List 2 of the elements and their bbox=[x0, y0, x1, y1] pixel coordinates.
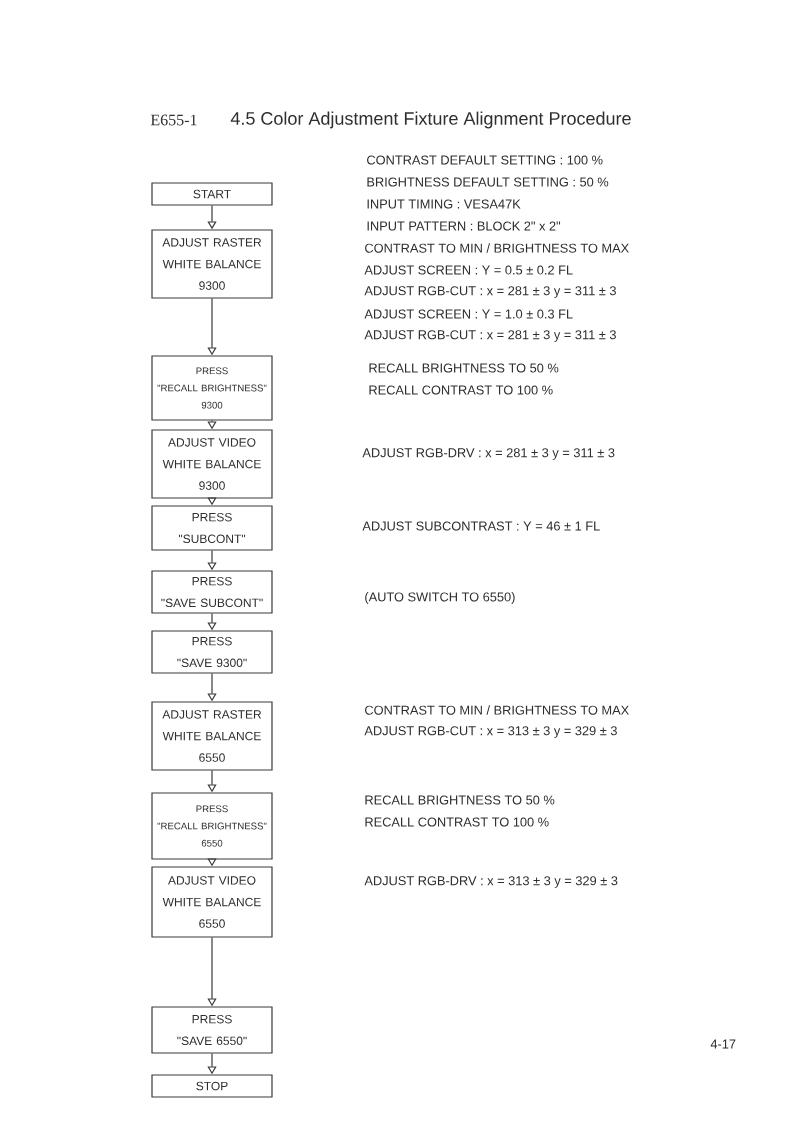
document-code: E655-1 bbox=[150, 114, 197, 126]
title: 4.5 Color Adjustment Fixture Alignment Procedure bbox=[230, 111, 631, 129]
